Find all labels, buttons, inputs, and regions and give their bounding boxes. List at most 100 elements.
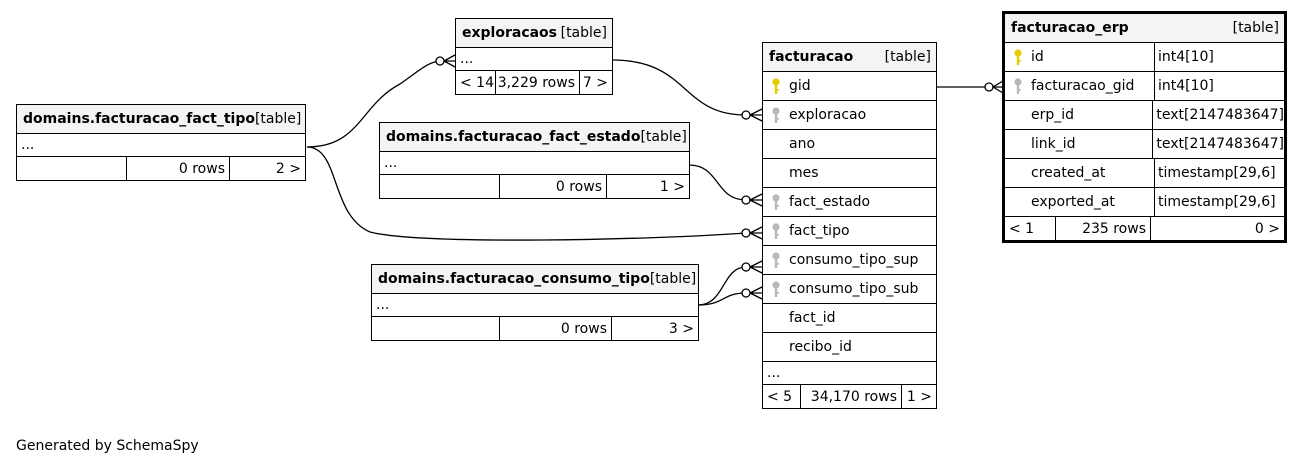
- edge-fact-tipo: [306, 146, 747, 241]
- column-row[interactable]: consumo_tipo_sup: [763, 246, 936, 275]
- foreign-key-icon: [772, 252, 780, 268]
- column-name: gid: [789, 78, 811, 94]
- table-kind: [table]: [649, 271, 697, 287]
- column-name: fact_estado: [789, 194, 871, 210]
- table-header: facturacao_erp [table]: [1005, 14, 1284, 43]
- crow-foot: [749, 260, 763, 274]
- parents-count[interactable]: [17, 157, 127, 180]
- parents-count[interactable]: < 1: [1005, 217, 1056, 240]
- column-row[interactable]: fact_estado: [763, 188, 936, 217]
- edge-consumo-sup: [697, 266, 747, 306]
- parents-count[interactable]: < 5: [763, 385, 801, 408]
- table-name: domains.facturacao_fact_estado: [386, 129, 641, 145]
- crow-foot-circle: [435, 56, 445, 66]
- crow-foot-circle: [741, 262, 751, 272]
- children-count[interactable]: 1 >: [659, 178, 685, 195]
- edge-fact-tipo-exploracaos: [306, 60, 441, 148]
- column-row[interactable]: consumo_tipo_sub: [763, 275, 936, 304]
- generated-by-label: Generated by SchemaSpy: [16, 438, 199, 454]
- row-count: 0 rows: [500, 317, 612, 340]
- column-row[interactable]: fact_id: [763, 304, 936, 333]
- edge-exploracaos-exploracao: [611, 59, 747, 116]
- column-name: erp_id: [1005, 101, 1154, 129]
- edge-fact-estado: [688, 164, 747, 201]
- column-type: text[2147483647]: [1156, 107, 1284, 123]
- column-row[interactable]: mes: [763, 159, 936, 188]
- row-count: 0 rows: [500, 175, 607, 198]
- crow-foot: [749, 108, 763, 122]
- column-row[interactable]: recibo_id: [763, 333, 936, 362]
- edge-consumo-sub: [697, 292, 747, 306]
- foreign-key-icon: [772, 194, 780, 210]
- table-domains-facturacao-fact-estado[interactable]: domains.facturacao_fact_estado [table] .…: [379, 122, 690, 199]
- crow-foot: [749, 226, 763, 240]
- crow-foot-circle: [741, 195, 751, 205]
- children-count[interactable]: 0 >: [1254, 220, 1280, 237]
- table-header: exploracaos [table]: [456, 19, 612, 48]
- children-count[interactable]: 3 >: [668, 320, 694, 337]
- column-type: int4[10]: [1158, 78, 1214, 94]
- foreign-key-icon: [772, 107, 780, 123]
- column-name: created_at: [1005, 159, 1155, 187]
- more-columns: ...: [763, 362, 936, 385]
- table-footer: < 5 34,170 rows 1 >: [763, 385, 936, 408]
- children-count[interactable]: 2 >: [275, 160, 301, 177]
- table-name: exploracaos: [462, 25, 558, 41]
- column-type: timestamp[29,6]: [1158, 194, 1276, 210]
- more-columns: ...: [456, 48, 612, 71]
- primary-key-icon: [772, 78, 780, 94]
- column-name: mes: [789, 165, 819, 181]
- crow-foot-circle: [984, 82, 994, 92]
- crow-foot: [749, 286, 763, 300]
- column-name: consumo_tipo_sub: [789, 281, 919, 297]
- table-domains-facturacao-fact-tipo[interactable]: domains.facturacao_fact_tipo [table] ...…: [16, 104, 306, 181]
- table-header: domains.facturacao_fact_estado [table]: [380, 123, 689, 152]
- column-row[interactable]: gid: [763, 72, 936, 101]
- children-count[interactable]: 7 >: [582, 74, 608, 91]
- table-name: domains.facturacao_fact_tipo: [23, 111, 255, 127]
- column-name: exploracao: [789, 107, 867, 123]
- more-columns: ...: [17, 134, 305, 157]
- parents-count[interactable]: [380, 175, 500, 198]
- row-count: 235 rows: [1056, 217, 1151, 240]
- more-columns: ...: [380, 152, 689, 175]
- table-name: domains.facturacao_consumo_tipo: [378, 271, 650, 287]
- column-row[interactable]: exploracao: [763, 101, 936, 130]
- parents-count[interactable]: [372, 317, 500, 340]
- table-domains-facturacao-consumo-tipo[interactable]: domains.facturacao_consumo_tipo [table] …: [371, 264, 699, 341]
- table-footer: 0 rows 2 >: [17, 157, 305, 180]
- table-footer: < 1 235 rows 0 >: [1005, 217, 1284, 240]
- row-count: 0 rows: [127, 157, 230, 180]
- foreign-key-icon: [772, 281, 780, 297]
- more-columns: ...: [372, 294, 698, 317]
- parents-count[interactable]: < 14: [456, 71, 496, 94]
- foreign-key-icon: [772, 223, 780, 239]
- column-type: timestamp[29,6]: [1158, 165, 1276, 181]
- column-name: recibo_id: [789, 339, 852, 355]
- row-count: 3,229 rows: [496, 71, 580, 94]
- crow-foot: [749, 193, 763, 207]
- column-row[interactable]: fact_tipo: [763, 217, 936, 246]
- crow-foot-circle: [741, 228, 751, 238]
- table-footer: 0 rows 3 >: [372, 317, 698, 340]
- table-kind: [table]: [1232, 20, 1279, 36]
- children-count[interactable]: 1 >: [906, 388, 932, 405]
- column-type: int4[10]: [1158, 49, 1214, 65]
- column-name: fact_id: [789, 310, 836, 326]
- table-kind: [table]: [560, 25, 607, 41]
- crow-foot-circle: [741, 110, 751, 120]
- column-row[interactable]: ano: [763, 130, 936, 159]
- table-footer: 0 rows 1 >: [380, 175, 689, 198]
- table-exploracaos[interactable]: exploracaos [table] ... < 14 3,229 rows …: [455, 18, 613, 95]
- table-header: domains.facturacao_fact_tipo [table]: [17, 105, 305, 134]
- row-count: 34,170 rows: [801, 385, 902, 408]
